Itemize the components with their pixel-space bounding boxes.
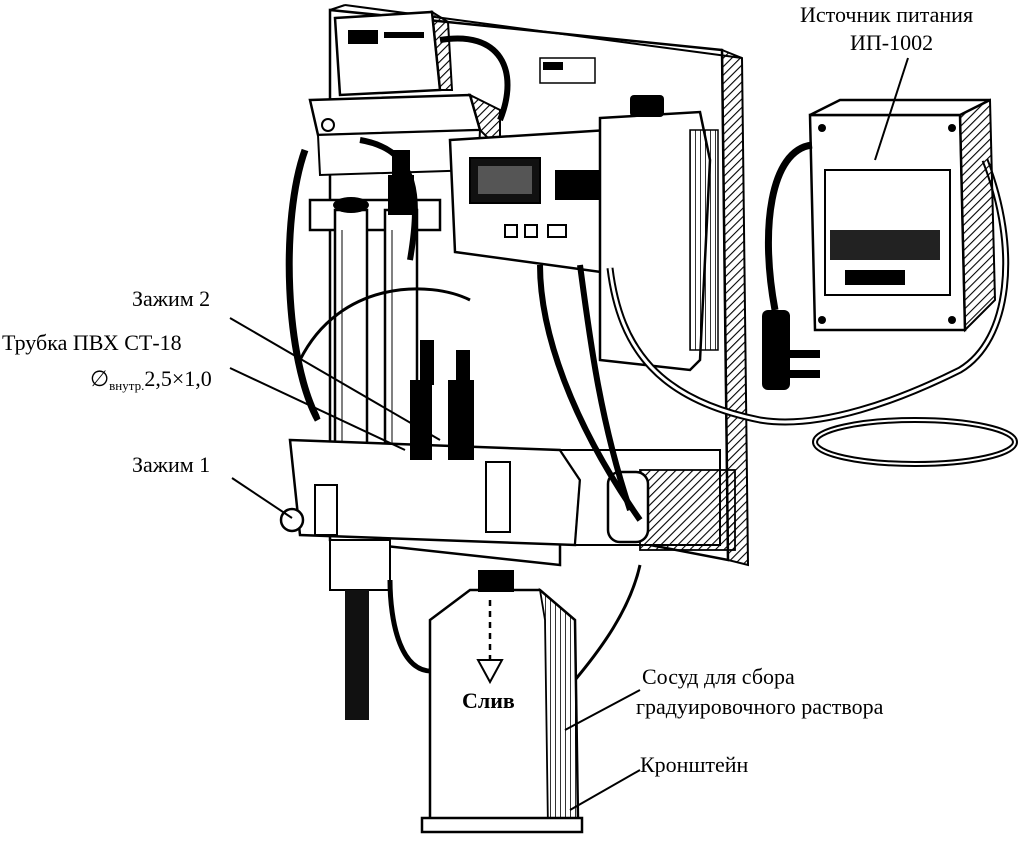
bracket-label: Кронштейн [640, 752, 749, 777]
vessel-label-line1: Сосуд для сбора [642, 664, 795, 689]
manifold-block [279, 340, 736, 720]
collection-vessel [420, 570, 584, 834]
vessel-label-line2: градуировочного раствора [636, 694, 884, 719]
clamp2-label: Зажим 2 [132, 286, 211, 311]
power-source-label-line2: ИП-1002 [850, 30, 934, 55]
clamp1-label: Зажим 1 [132, 452, 211, 477]
tube-diameter-symbol: ∅ [90, 366, 110, 391]
tubing [285, 35, 1018, 681]
leader-lines [229, 57, 909, 811]
drain-label: Слив [462, 688, 515, 713]
tube-dims: 2,5×1,0 [144, 366, 212, 391]
tube-label-line2: ∅внутр.2,5×1,0 [90, 366, 212, 399]
tube-subscript: внутр. [109, 378, 145, 393]
reagent-bottle-top [598, 95, 719, 372]
top-sensor-box [333, 10, 454, 97]
tube-label-line1: Трубка ПВХ СТ-18 [2, 330, 182, 355]
power-supply-illustration [762, 98, 997, 390]
power-source-label-line1: Источник питания [800, 2, 974, 27]
